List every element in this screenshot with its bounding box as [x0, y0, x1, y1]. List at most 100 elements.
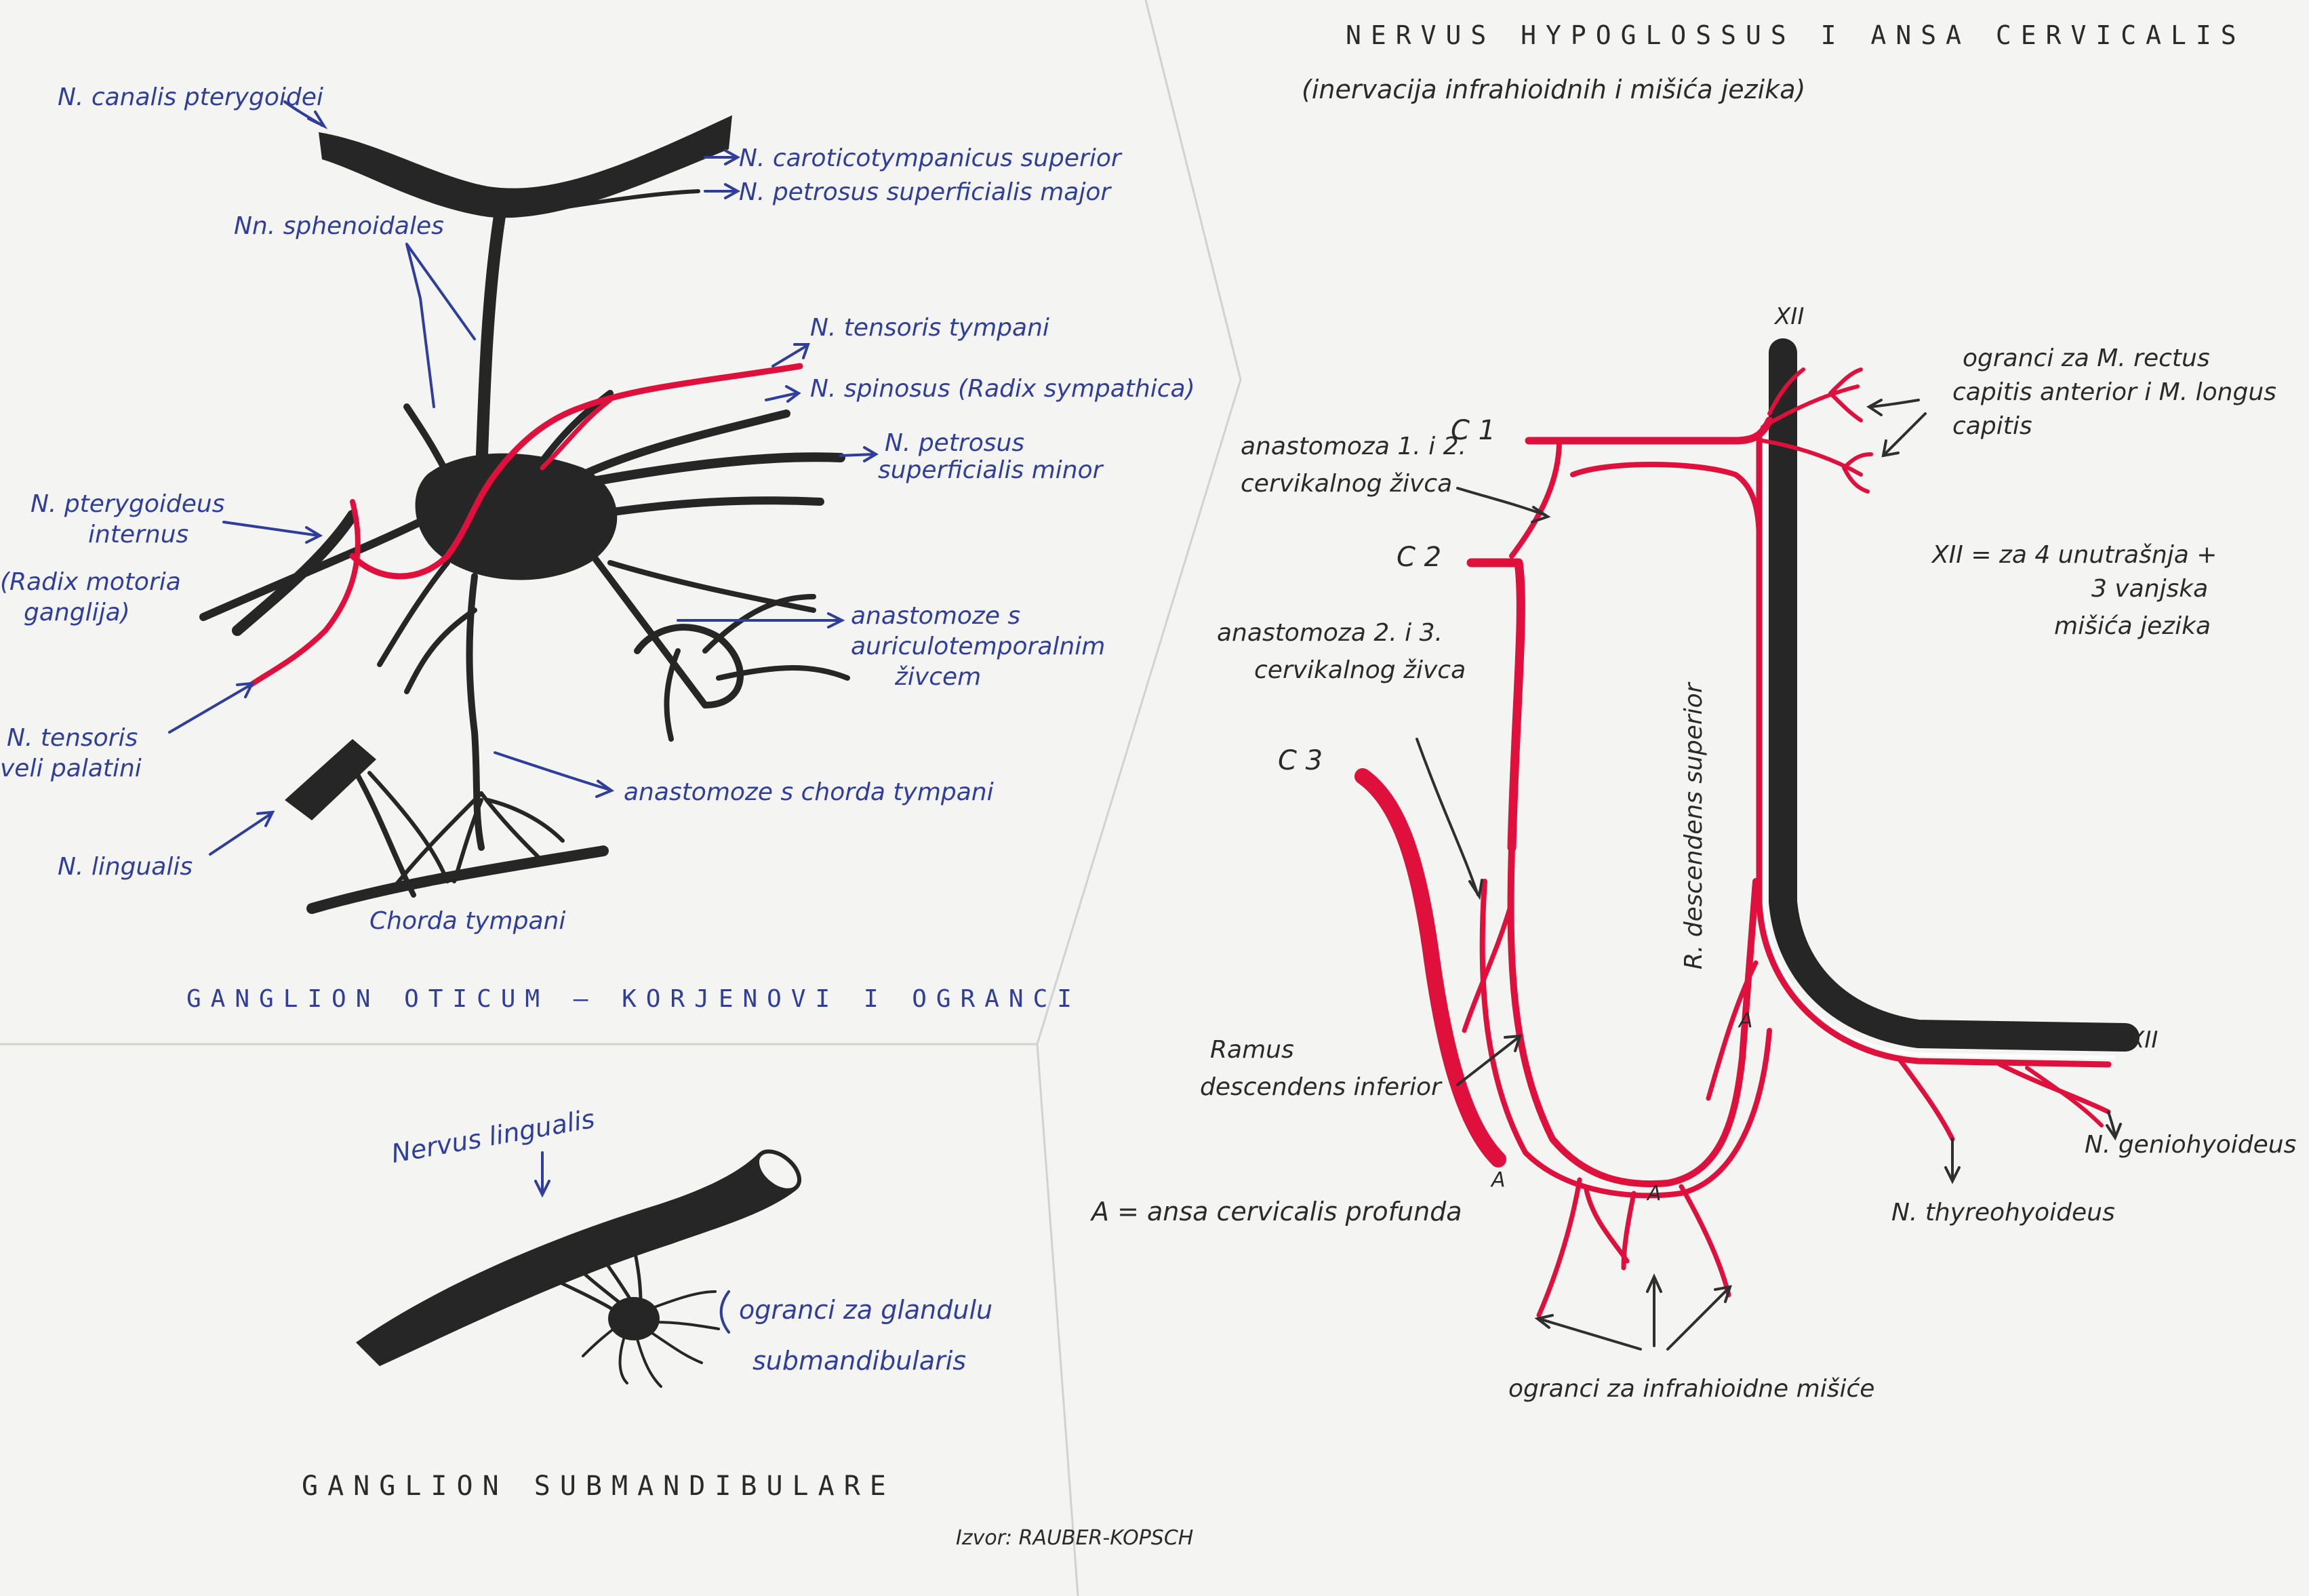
gland-branch-5 [618, 1338, 628, 1384]
arrow-nervus-lingualis [534, 1151, 550, 1198]
gland-branch-1 [649, 1290, 717, 1310]
paper-fold-line [1036, 0, 1242, 1596]
label-anastomoza-12-2: cervikalnog živca [1241, 470, 1452, 498]
label-infrahioidne: ogranci za infrahioidne mišiće [1508, 1375, 1874, 1403]
label-chorda-tympani: Chorda tympani [369, 907, 565, 935]
label-auriculotemporalis-1: anastomoze s [851, 602, 1020, 630]
label-xii-right: XII [2127, 1026, 2158, 1054]
ansa-inner-loop [1479, 879, 1772, 1199]
arrow-caroticotympanicus [704, 149, 741, 165]
petrosus-minor-nerve [551, 452, 845, 493]
arrow-petrosus-minor [839, 446, 879, 462]
label-descendens-superior: R. descendens superior [1680, 681, 1708, 970]
label-ramus-inferior-1: Ramus [1210, 1036, 1294, 1064]
upper-right-branch [579, 410, 790, 479]
infrahyoid-branch-4 [1679, 1184, 1731, 1298]
label-tensoris-veli-2: veli palatini [0, 755, 142, 782]
arrow-ogranci-glandulu [719, 1290, 730, 1334]
label-radix-motoria-2: ganglija) [24, 599, 130, 626]
thyreohyoid-branch [1895, 1055, 1955, 1142]
label-caroticotympanicus: N. caroticotympanicus superior [739, 144, 1123, 172]
label-xii-note-3: mišića jezika [2054, 612, 2211, 640]
auriculotemporal-branch-3 [716, 665, 850, 681]
geniohyoid-branch-2 [2025, 1066, 2104, 1128]
caroticotympanicus-branch [527, 157, 700, 205]
source-credit: Izvor: RAUBER-KOPSCH [956, 1526, 1193, 1550]
hypoglossal-highlight [1762, 420, 2116, 1060]
label-tensoris-tympani: N. tensoris tympani [810, 314, 1049, 342]
label-ogranci-glandulu-2: submandibularis [752, 1346, 966, 1376]
chorda-anastomosis-4 [486, 798, 565, 843]
arrow-infrahyoid-left [1534, 1314, 1642, 1351]
chorda-anastomosis-2 [479, 791, 544, 863]
hypoglossus-labels: XII XII C 1 C 2 C 3 anastomoza 1. i 2. c… [1089, 303, 2296, 1403]
label-thyreohyoideus: N. thyreohyoideus [1891, 1199, 2115, 1226]
label-radix-motoria-1: (Radix motoria [0, 568, 181, 596]
submandibular-drawing [356, 1149, 801, 1388]
descendens-superior-nerve [1756, 431, 2112, 1068]
gland-branch-3 [649, 1331, 703, 1364]
c1-nerve [1525, 416, 1773, 445]
label-a-right: A [1738, 1009, 1753, 1033]
label-auriculotemporalis-3: živcem [894, 663, 981, 691]
ganglion-lower-left-branch [377, 560, 450, 667]
chorda-tympani-nerve [306, 845, 609, 914]
arrow-pterygoideus [222, 521, 323, 544]
arrow-ramus-descendens [1456, 1034, 1522, 1086]
infrahyoid-branch-5 [1706, 960, 1759, 1101]
label-auriculotemporalis-2: auriculotemporalnim [851, 633, 1105, 660]
arrow-chorda-anastomoze [494, 751, 615, 798]
infrahyoid-branch-2 [1584, 1187, 1630, 1264]
lingual-nerve-cut-end [755, 1149, 801, 1193]
otic-title: GANGLION OTICUM — KORJENOVI I OGRANCI [186, 985, 1081, 1013]
c1-to-ansa [1570, 462, 1762, 545]
sphenoidales-stem [475, 197, 508, 481]
arrow-sphenoidales [405, 243, 476, 408]
arrow-rectus-2 [1881, 412, 1927, 458]
label-sphenoidales: Nn. sphenoidales [234, 212, 444, 240]
label-a-legend: A = ansa cervicalis profunda [1089, 1197, 1462, 1226]
label-rectus-2: capitis anterior i M. longus [1952, 378, 2276, 406]
c2-c3-anastomosis [1462, 899, 1514, 1033]
spinosus-second-strand [540, 397, 613, 471]
label-petrosus-minor-1: N. petrosus [885, 429, 1024, 457]
label-lingualis: N. lingualis [58, 853, 193, 881]
label-anastomoza-12-1: anastomoza 1. i 2. [1241, 433, 1466, 460]
arrow-spinosus [765, 385, 801, 403]
arrow-lingualis [209, 810, 275, 856]
auriculotemporal-anastomosis [580, 539, 744, 709]
rectus-capitis-branch [1761, 367, 1863, 429]
arrow-anastomoza-12 [1456, 487, 1551, 523]
ganglion-oticum-drawing [199, 115, 850, 914]
arrow-infrahyoid-right [1666, 1285, 1732, 1351]
submandibular-labels: Nervus lingualis ogranci za glandulu sub… [389, 1104, 992, 1376]
petrosus-major-branch [534, 189, 700, 214]
ramus-descendens-inferior [1507, 844, 1759, 1188]
arrow-infrahyoid-mid [1646, 1273, 1662, 1347]
auriculotemporal-branch-4 [664, 648, 681, 742]
infrahyoid-branch-1 [1536, 1177, 1582, 1318]
auriculotemporal-branch-1 [607, 560, 816, 613]
arrow-auriculotemporalis [677, 612, 845, 629]
c3-nerve [1354, 768, 1506, 1168]
label-ogranci-glandulu-1: ogranci za glandulu [739, 1295, 992, 1325]
label-petrosus-major: N. petrosus superficialis major [739, 178, 1112, 206]
xii-top-branch [1767, 367, 1805, 416]
label-pterygoideus-1: N. pterygoideus [31, 490, 225, 518]
label-c2: C 2 [1397, 542, 1441, 573]
arrow-canalis [283, 100, 328, 129]
minor-lower-branch [586, 496, 824, 519]
ganglion-link-2 [588, 1239, 636, 1307]
infrahyoid-branch-3 [1621, 1191, 1637, 1271]
hypoglossus-arrows [1415, 399, 2122, 1351]
arrow-anastomoza-23 [1415, 738, 1483, 900]
label-geniohyoideus: N. geniohyoideus [2085, 1131, 2296, 1159]
ganglion-left-up-branch [403, 403, 451, 478]
hypoglossus-drawing [1354, 338, 2140, 1318]
label-canalis-pterygoidei: N. canalis pterygoidei [58, 83, 323, 111]
arrow-rectus-1 [1866, 399, 1920, 416]
c1-c2-anastomosis [1509, 438, 1562, 559]
gland-branch-6 [582, 1328, 615, 1357]
